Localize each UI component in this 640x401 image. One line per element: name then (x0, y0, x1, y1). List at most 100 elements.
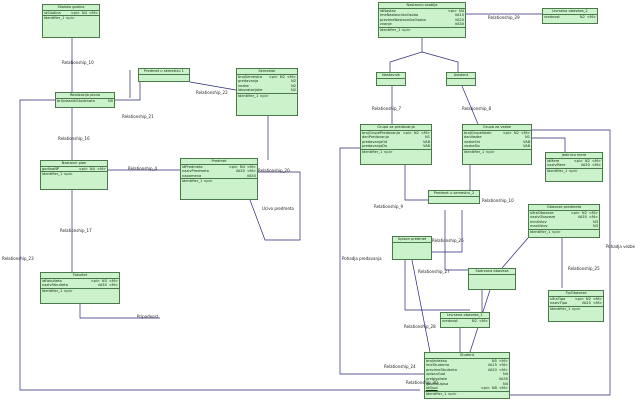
relationship-label: Relationship_22 (196, 90, 228, 95)
entity-title: Predmet u semestru_2 (429, 191, 479, 197)
entity-title: Fakultet (41, 273, 119, 279)
connector (79, 304, 160, 319)
entity-fakultet[interactable]: Fakultet idFakulteta<pi>N3<M> nazivFakul… (40, 272, 120, 304)
entity-title: Grupa za vezbe (463, 125, 531, 131)
entity-asistent[interactable]: Asistent (446, 72, 476, 86)
entity-upisan-predmet[interactable]: Upisan predmet (392, 236, 432, 260)
relationship-label: Relationship_4 (128, 166, 158, 171)
connector (404, 238, 470, 311)
relationship-label: Relationship_20 (258, 168, 290, 173)
relationship-label: Relationship_9 (374, 204, 404, 209)
identifier: Identifier_1 <pi> (237, 92, 297, 99)
attribute-row: idStud<pi>N8<M> (426, 386, 508, 391)
entity-predmet-u-semestru-2[interactable]: Predmet u semestru_2 (428, 190, 480, 204)
attribute-row: godinaNP<pi>N4<M> (42, 166, 106, 171)
entity-title: TipObaveze (549, 291, 603, 297)
connector (189, 81, 237, 91)
relationship-label: Relationship_23 (2, 256, 34, 261)
relationship-label: Relationship_7 (372, 106, 402, 111)
connector (421, 51, 459, 72)
relationship-label: Relationship_10 (62, 60, 94, 65)
relationship-label: Pripadnost (137, 314, 159, 319)
relationship-label: Relationship_10 (482, 198, 514, 203)
relationship-label: Relationship_30 (406, 380, 438, 385)
attribute-row: brojGrupePredavanja<pi>N2<M> (362, 130, 430, 135)
entity-grupa-za-predavanja[interactable]: Grupa za predavanja brojGrupePredavanja<… (360, 124, 432, 165)
attribute-row: idFakulteta<pi>N3<M> (42, 278, 118, 283)
entity-nastavni-plan[interactable]: Nastavni plan godinaNP<pi>N4<M> Identifi… (40, 160, 108, 190)
attribute-row: skGodina<pi>N4<M> (44, 10, 98, 15)
connector (389, 38, 423, 72)
entity-title: Jedinica mere (546, 153, 602, 159)
identifier: Identifier_1 <pi> (41, 287, 119, 294)
relationship-label: Relationship_28 (404, 324, 436, 329)
identifier: Identifier_1 <pi> (546, 167, 602, 174)
entity-obaveze-predmeta[interactable]: Obaveze predmeta sifraObaveze<pi>N2<M> n… (528, 204, 600, 238)
relationship-label: Ucivo predmeta (262, 206, 294, 211)
relationship-label: Pohadja predavanja (342, 256, 382, 261)
relationship-label: Relationship_29 (488, 15, 520, 20)
entity-title: Predmet (181, 159, 257, 165)
relationship-label: Relationship_21 (122, 114, 154, 119)
relationship-label: Relationship_26 (432, 238, 464, 243)
entity-title: Izvrsena obaveza_1 (441, 313, 489, 319)
entity-grupa-za-vezbe[interactable]: Grupa za vezbe brojGrupeVezbi<pi>N2<M> d… (462, 124, 532, 165)
entity-title: Grupa za predavanja (361, 125, 431, 131)
attribute-row: sifraTipa<pi>N2<M> (550, 296, 602, 301)
entity-title: Sadrzana obaveza (469, 269, 515, 275)
entity-predmet[interactable]: Predmet idPredmeta<pi>N4<M> nazivPredmet… (180, 158, 258, 200)
identifier: Identifier_1 <pi> (529, 228, 599, 235)
entity-semestar[interactable]: Semestar brojSemestra<pi>N2<M> predavanj… (236, 68, 298, 116)
entity-nastavnik[interactable]: Nastavnik (376, 72, 406, 86)
connector (501, 237, 529, 269)
relationship-label: Relationship_27 (418, 269, 450, 274)
identifier: Identifier_1 <pi> (181, 178, 257, 184)
entity-nastavno-osoblje[interactable]: Nastavno osoblje idNastav<pi>N4 imeNasta… (378, 2, 466, 38)
connector (444, 210, 468, 271)
attribute-row: idPredmeta<pi>N4<M> (182, 164, 256, 169)
connector (249, 171, 301, 241)
entity-title: Upisan predmet (393, 237, 431, 243)
connector (404, 165, 428, 201)
identifier: Identifier_1 <pi> (41, 171, 107, 177)
entity-skolska-godina[interactable]: Skolska godina skGodina<pi>N4<M> Identif… (42, 4, 100, 38)
relationship-label: Relationship_17 (60, 228, 92, 233)
entity-title: Nastavno osoblje (379, 3, 465, 9)
identifier: Identifier_1 <pi> (379, 26, 465, 33)
connector (339, 147, 424, 375)
entity-predmet-u-semestru-1[interactable]: Predmet u semestru 1 (138, 68, 190, 82)
entity-sadrzana-obaveza[interactable]: Sadrzana obaveza (468, 268, 516, 290)
entity-title: Nastavnik (377, 73, 405, 79)
identifier: Identifier_1 <pi> (43, 15, 99, 21)
identifier: Identifier_1 <pi> (549, 305, 603, 312)
relationship-label: Relationship_16 (58, 136, 90, 141)
entity-title: Realizacija plana (56, 93, 114, 99)
relationship-label: Pohadja vezbe (606, 244, 636, 249)
